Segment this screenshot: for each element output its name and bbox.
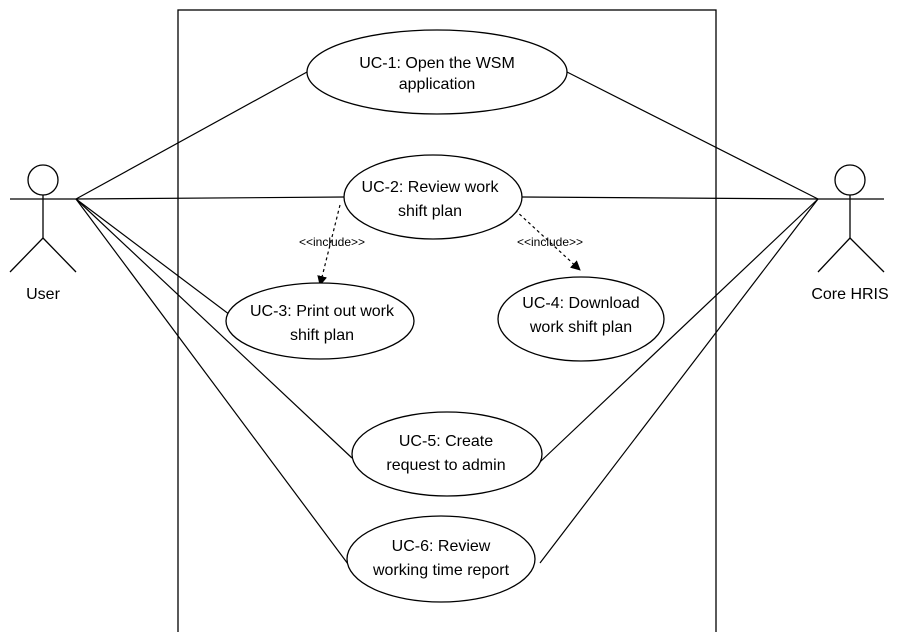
association-user-uc2 [75, 196, 346, 200]
use-case-uc3[interactable]: UC-3: Print out work shift plan [225, 282, 415, 360]
actor-core-hris-label: Core HRIS [811, 286, 888, 303]
include-arrow-uc2-uc3 [317, 204, 341, 286]
use-case-label-line2: work shift plan [529, 319, 632, 336]
association-core-hris-uc1 [566, 71, 819, 200]
use-case-uc2[interactable]: UC-2: Review work shift plan [343, 154, 523, 240]
use-case-ellipse [497, 276, 665, 362]
use-case-ellipse [346, 515, 536, 603]
use-case-uc5[interactable]: UC-5: Create request to admin [351, 411, 543, 497]
actor-leg-left [817, 237, 851, 273]
use-case-uc1[interactable]: UC-1: Open the WSM application [306, 29, 568, 115]
use-case-ellipse [351, 411, 543, 497]
association-core-hris-uc2 [521, 196, 819, 200]
use-case-label-line2: request to admin [386, 457, 505, 474]
actor-leg-right [42, 237, 77, 273]
include-label-uc3: <<include>> [299, 235, 365, 249]
use-case-ellipse [306, 29, 568, 115]
actor-leg-right [849, 237, 885, 273]
system-boundary [177, 9, 717, 632]
association-core-hris-uc6 [539, 198, 819, 564]
use-case-label-line1: UC-5: Create [399, 433, 493, 450]
use-case-ellipse [225, 282, 415, 360]
include-relations [317, 204, 581, 286]
use-case-uc4[interactable]: UC-4: Download work shift plan [497, 276, 665, 362]
use-case-label-line1: UC-1: Open the WSM [359, 55, 515, 72]
use-case-uc6[interactable]: UC-6: Review working time report [346, 515, 536, 603]
include-label-uc4: <<include>> [517, 235, 583, 249]
use-case-label-line2: application [399, 76, 476, 93]
association-core-hris-uc5 [539, 198, 819, 463]
use-case-label-line1: UC-6: Review [392, 538, 491, 555]
use-case-label-line2: shift plan [398, 203, 462, 220]
associations-user [75, 71, 353, 565]
actor-user[interactable] [9, 164, 77, 273]
association-user-uc6 [75, 198, 349, 565]
use-case-label-line2: shift plan [290, 327, 354, 344]
include-arrow-uc2-uc4 [514, 209, 581, 271]
association-user-uc1 [75, 71, 308, 200]
use-case-ellipse [343, 154, 523, 240]
associations-core-hris [521, 71, 819, 564]
actor-head [27, 164, 59, 196]
actor-user-label: User [26, 286, 60, 303]
actor-leg-left [9, 237, 44, 273]
use-case-label-line1: UC-4: Download [522, 295, 639, 312]
use-case-label-line1: UC-3: Print out work [250, 303, 395, 320]
use-case-label-line2: working time report [372, 562, 510, 579]
actor-core-hris[interactable] [817, 164, 885, 273]
association-user-uc5 [75, 198, 353, 459]
use-case-label-line1: UC-2: Review work [362, 179, 500, 196]
actor-head [834, 164, 866, 196]
